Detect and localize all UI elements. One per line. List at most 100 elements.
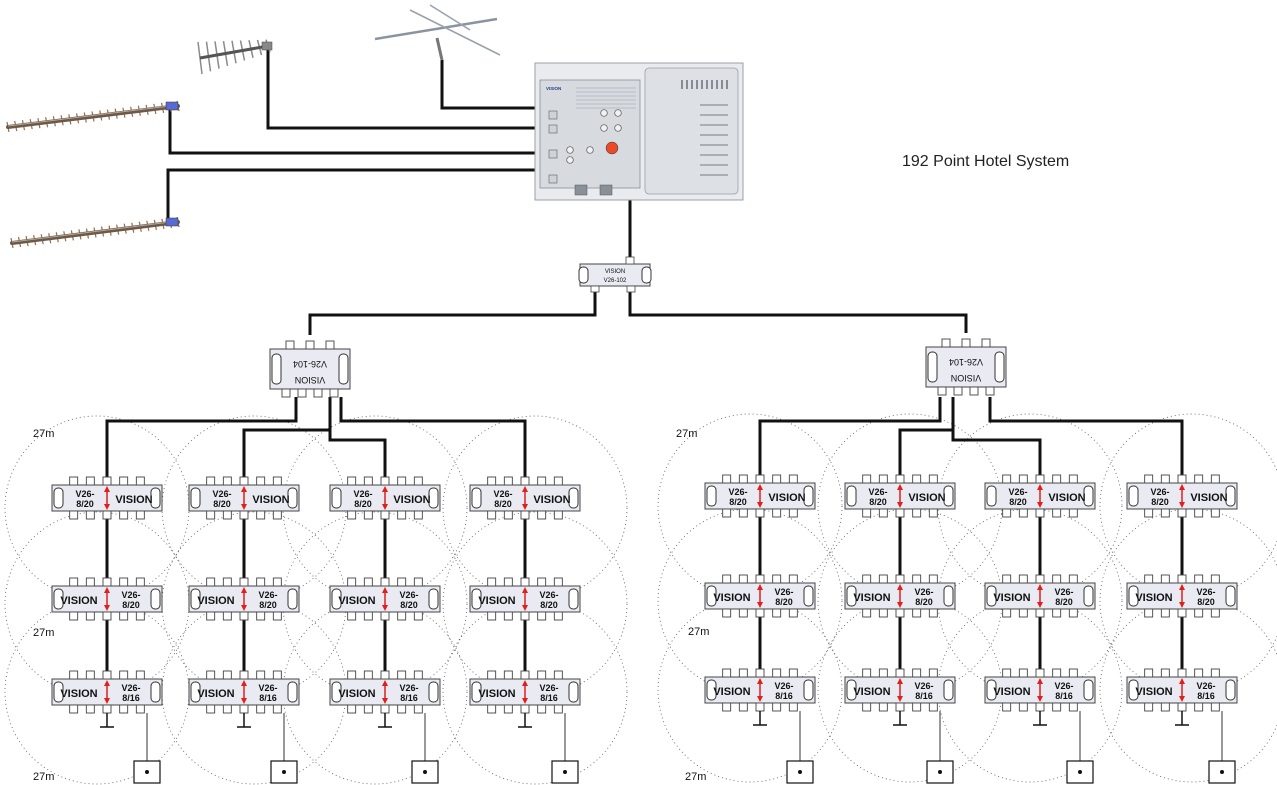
tap-model-line1: V26- — [914, 587, 933, 597]
port — [1194, 702, 1204, 712]
port — [347, 611, 357, 621]
port — [256, 577, 266, 587]
arrow-head-down — [757, 602, 763, 608]
distance-label: 27m — [33, 627, 55, 639]
port — [1177, 608, 1187, 618]
tap-model-line2: 8/16 — [259, 693, 277, 703]
tap-model-line1: V26- — [1008, 487, 1027, 497]
port — [1210, 608, 1220, 618]
port — [102, 476, 112, 486]
port — [239, 670, 249, 680]
arrow-head-up — [757, 584, 763, 590]
coax-cable — [166, 168, 539, 222]
tap-model-line2: 8/20 — [540, 600, 558, 610]
port — [135, 670, 145, 680]
port — [380, 577, 390, 587]
port — [788, 508, 798, 518]
wall-outlet — [551, 760, 579, 784]
coax-cable — [898, 397, 955, 486]
splitter-main-brand: VISION — [605, 269, 625, 275]
arrow-head-up — [104, 486, 110, 492]
port — [239, 704, 249, 714]
arrow-head-down — [1179, 696, 1185, 702]
amplifier-heatsink — [644, 67, 739, 195]
terminator — [378, 713, 392, 728]
port — [788, 668, 798, 678]
port — [69, 704, 79, 714]
port — [1144, 508, 1154, 518]
mounting-slot — [943, 679, 954, 701]
port — [397, 670, 407, 680]
port — [487, 670, 497, 680]
tap-model-line2: 8/20 — [494, 499, 512, 509]
port — [222, 704, 232, 714]
wall-outlet — [786, 760, 814, 784]
arrow-head-down — [104, 698, 110, 704]
port — [1210, 574, 1220, 584]
arrow-head-up — [757, 484, 763, 490]
port — [537, 510, 547, 520]
port — [878, 668, 888, 678]
tap-model-line2: 8/20 — [354, 499, 372, 509]
coax-cable — [308, 290, 597, 335]
port — [928, 508, 938, 518]
port — [503, 510, 513, 520]
tap-brand: VISION — [115, 494, 152, 506]
port — [347, 510, 357, 520]
coax-cable — [758, 397, 942, 486]
arrow-head-down — [382, 605, 388, 611]
terminator — [1033, 711, 1047, 726]
port — [503, 611, 513, 621]
port — [928, 608, 938, 618]
port — [862, 702, 872, 712]
mounting-slot — [803, 679, 814, 701]
port — [520, 704, 530, 714]
tap-model-line1: V26- — [1150, 487, 1169, 497]
arrow-head-down — [1179, 602, 1185, 608]
vhf-antenna — [374, 4, 501, 61]
port — [862, 608, 872, 618]
tap-brand: VISION — [1135, 686, 1172, 698]
coax-cable — [628, 290, 968, 333]
mounting-slot — [1128, 679, 1139, 701]
port — [206, 704, 216, 714]
tap-model-line2: 8/16 — [775, 691, 793, 701]
port — [1018, 574, 1028, 584]
port — [413, 510, 423, 520]
arrow-head-down — [897, 602, 903, 608]
mounting-slot — [287, 588, 298, 610]
port — [1035, 668, 1045, 678]
port — [347, 704, 357, 714]
amp-input-port — [548, 110, 558, 120]
terminator — [237, 713, 251, 728]
port — [862, 474, 872, 484]
port — [1002, 668, 1012, 678]
tap-brand: VISION — [197, 595, 234, 607]
port — [206, 670, 216, 680]
port — [862, 508, 872, 518]
arrow-head-up — [1037, 584, 1043, 590]
coax-cables — [105, 46, 1223, 761]
port — [1002, 508, 1012, 518]
port — [928, 668, 938, 678]
wall-outlet — [926, 760, 954, 784]
port — [912, 508, 922, 518]
arrow-head-down — [104, 504, 110, 510]
tap-brand: VISION — [478, 688, 515, 700]
tap-brand: VISION — [478, 595, 515, 607]
port — [788, 474, 798, 484]
tap-model-line2: 8/16 — [915, 691, 933, 701]
port — [1160, 702, 1170, 712]
port — [1068, 574, 1078, 584]
mounting-slot — [1225, 485, 1236, 507]
arrow-head-up — [382, 587, 388, 593]
wall-outlet — [1066, 760, 1094, 784]
port — [1018, 608, 1028, 618]
port — [928, 474, 938, 484]
mounting-slot — [150, 588, 161, 610]
